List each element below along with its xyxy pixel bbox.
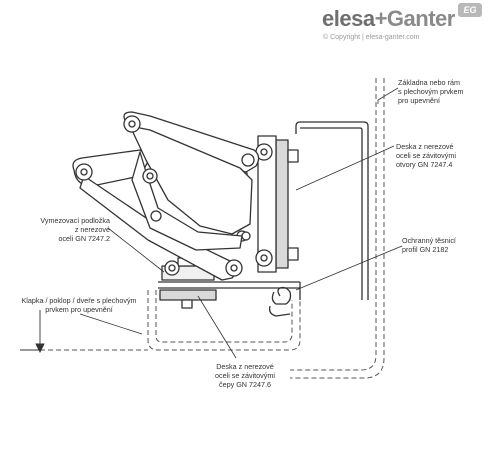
base-frame-outline bbox=[290, 78, 385, 379]
label-spacer-washer: Vymezovací podložka z nerezové oceli GN … bbox=[40, 216, 110, 243]
brand-part-elesa: elesa bbox=[322, 6, 375, 31]
base-frame-sheet bbox=[295, 121, 369, 300]
brand-logo: elesa+Ganter bbox=[322, 6, 455, 32]
copyright-text: © Copyright | elesa-ganter.com bbox=[323, 34, 420, 41]
label-stainless-plate-studs: Deska z nerezové oceli se závitovými čep… bbox=[215, 362, 275, 389]
brand-plus: + bbox=[374, 6, 388, 31]
bottom-plate bbox=[159, 289, 217, 301]
label-base-frame: Základna nebo rám s plechovým prvkem pro… bbox=[398, 78, 464, 105]
flap-dashed-outline bbox=[40, 290, 301, 351]
hinge-arms bbox=[72, 111, 260, 281]
label-stainless-plate-holes: Deska z nerezové oceli se závitovými otv… bbox=[396, 142, 456, 169]
label-protective-seal: Ochranný těsnicí profil GN 2182 bbox=[402, 236, 456, 254]
flap-arrows bbox=[20, 310, 45, 354]
bottom-stud bbox=[181, 299, 193, 309]
leader-lines bbox=[79, 87, 403, 359]
pivot-pins bbox=[75, 115, 255, 277]
top-plate bbox=[275, 139, 289, 269]
label-flap-cover-door: Klapka / poklop / dveře s plechovým prvk… bbox=[21, 296, 137, 314]
seal-profile bbox=[268, 286, 292, 317]
brand-part-ganter: Ganter bbox=[386, 6, 455, 31]
eg-badge: EG bbox=[458, 3, 482, 17]
flap-panel bbox=[158, 281, 301, 300]
